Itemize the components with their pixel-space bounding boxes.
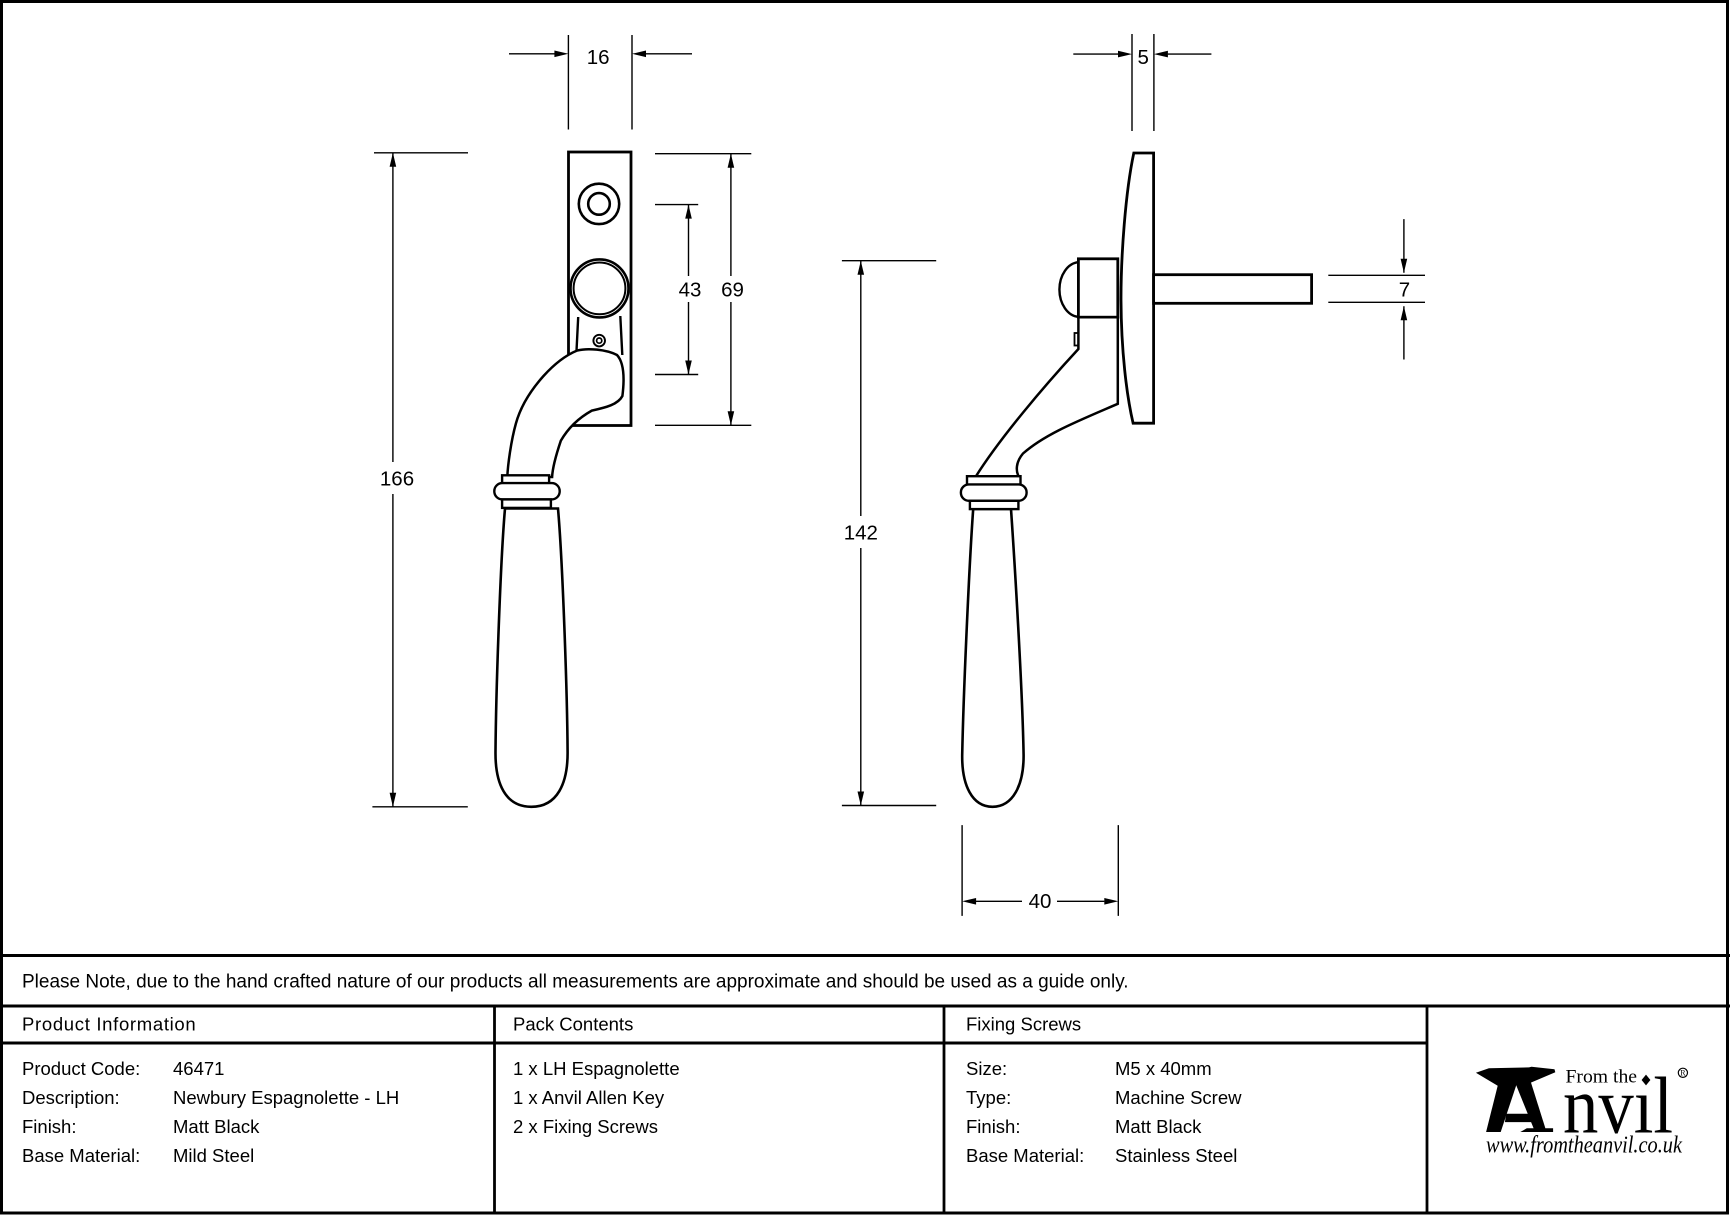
svg-text:Fixing Screws: Fixing Screws: [966, 1014, 1081, 1035]
svg-text:R: R: [1680, 1069, 1686, 1078]
svg-text:43: 43: [679, 278, 702, 301]
svg-text:166: 166: [380, 467, 414, 490]
svg-text:Stainless Steel: Stainless Steel: [1115, 1145, 1237, 1166]
svg-text:69: 69: [721, 278, 744, 301]
svg-text:2 x Fixing Screws: 2 x Fixing Screws: [513, 1116, 658, 1137]
svg-text:16: 16: [587, 46, 610, 69]
svg-text:7: 7: [1399, 278, 1410, 301]
svg-text:Product Code:: Product Code:: [22, 1058, 140, 1079]
svg-text:Pack Contents: Pack Contents: [513, 1014, 633, 1035]
svg-text:Please Note, due to the hand c: Please Note, due to the hand crafted nat…: [22, 972, 1129, 993]
svg-text:Description:: Description:: [22, 1087, 120, 1108]
svg-text:Matt Black: Matt Black: [173, 1116, 260, 1137]
svg-text:142: 142: [844, 521, 878, 544]
svg-text:5: 5: [1137, 46, 1148, 69]
svg-text:46471: 46471: [173, 1058, 224, 1079]
svg-text:40: 40: [1029, 890, 1052, 913]
svg-text:Finish:: Finish:: [966, 1116, 1021, 1137]
svg-text:Base Material:: Base Material:: [22, 1145, 140, 1166]
svg-text:Finish:: Finish:: [22, 1116, 77, 1137]
svg-text:From the: From the: [1566, 1066, 1638, 1087]
svg-text:Machine Screw: Machine Screw: [1115, 1087, 1242, 1108]
svg-text:M5 x 40mm: M5 x 40mm: [1115, 1058, 1212, 1079]
svg-text:Newbury Espagnolette - LH: Newbury Espagnolette - LH: [173, 1087, 399, 1108]
svg-text:1 x Anvil Allen Key: 1 x Anvil Allen Key: [513, 1087, 665, 1108]
svg-text:1 x LH Espagnolette: 1 x LH Espagnolette: [513, 1058, 680, 1079]
svg-text:nvıl: nvıl: [1563, 1063, 1673, 1151]
svg-text:Size:: Size:: [966, 1058, 1007, 1079]
svg-text:Matt Black: Matt Black: [1115, 1116, 1202, 1137]
svg-text:Type:: Type:: [966, 1087, 1011, 1108]
svg-text:Product Information: Product Information: [22, 1014, 196, 1035]
svg-text:www.fromtheanvil.co.uk: www.fromtheanvil.co.uk: [1486, 1133, 1682, 1159]
svg-text:Mild Steel: Mild Steel: [173, 1145, 254, 1166]
svg-text:Base Material:: Base Material:: [966, 1145, 1084, 1166]
